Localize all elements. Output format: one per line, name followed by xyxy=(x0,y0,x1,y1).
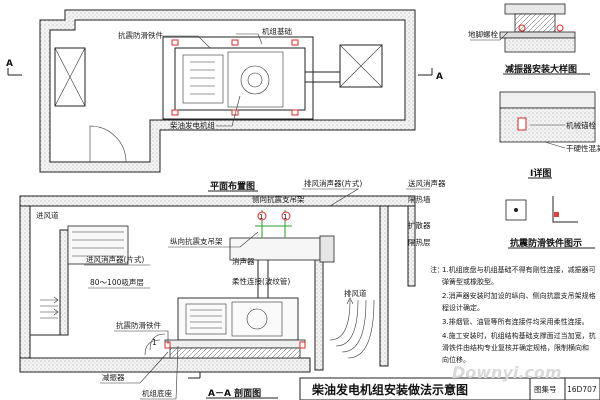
section-title: A－A 剖面图 xyxy=(208,387,261,399)
section-floor xyxy=(19,357,311,373)
label-longitudinal-hanger: 纵向抗震支吊架 xyxy=(170,236,223,246)
label-insulation-wall: 隔热墙 xyxy=(408,194,431,204)
note-line: 滑铁件由结构专业复核并确定规格，限制横向和 xyxy=(442,343,589,352)
label-intake-silencer: 送风消声器 xyxy=(408,178,446,188)
label-intake-duct: 进风道 xyxy=(36,210,59,220)
label-section-seismic-slide: 抗震防滑铁件 xyxy=(116,320,161,330)
hanger-marker-2: 1 xyxy=(283,213,287,221)
hanger-marker-1: 1 xyxy=(259,213,263,221)
section-genset xyxy=(177,297,299,341)
detail-label-grout: 干硬性混凝 xyxy=(566,143,600,153)
plan-wall xyxy=(39,9,416,173)
detail-label-mech-bolt: 机械锚栓 xyxy=(566,120,596,130)
label-side-hanger: 侧向抗震支吊架 xyxy=(252,194,305,204)
plan-label-seismic-slide: 抗震防滑铁件 xyxy=(118,30,163,40)
note-line: 程设计确定。 xyxy=(442,303,484,312)
plan-intake-box xyxy=(54,47,86,107)
plan-title: 平面布置图 xyxy=(210,180,255,192)
drawing-no: 16D707 xyxy=(567,385,597,394)
note-line: 3.排烟管、油管等所有连接件均采用柔性连接。 xyxy=(442,317,589,326)
section-view: 1 1 排风消声器(片式) 送风消声器 侧向抗震支吊架 隔热墙 进风道 纵向抗震… xyxy=(19,178,446,400)
detail-title-seismic: 抗震防滑铁件图示 xyxy=(510,237,582,249)
detail-title-isolator: 减振器安装大样图 xyxy=(505,63,577,75)
detail-label-anchor-bolt: 地脚螺栓 xyxy=(468,29,498,39)
label-intake-silencer-2: 进风消声器(片式) xyxy=(86,254,144,264)
section-roof xyxy=(19,195,416,207)
label-flex-conn: 柔性连接(波纹管) xyxy=(232,276,290,286)
label-exhaust-duct: 排风道 xyxy=(344,288,367,298)
section-mark-right: A xyxy=(436,72,443,82)
plan-unit-base xyxy=(162,36,314,120)
label-insulation-layer: 隔热层 xyxy=(408,237,431,247)
drawing-no-label: 图集号 xyxy=(534,384,557,394)
plan-label-unit-base: 机组基础 xyxy=(262,26,292,36)
label-expansion: 扩散器 xyxy=(408,220,431,230)
notes-heading: 注： xyxy=(430,265,444,274)
label-sound-layer: 80～100吸声层 xyxy=(90,277,144,287)
door-swing xyxy=(89,125,127,163)
label-exhaust-silencer: 排风消声器(片式) xyxy=(304,178,362,188)
note-line: 2.消声器安装时加设的纵向、侧向抗震支吊架规格 xyxy=(442,291,596,300)
section-left-wall xyxy=(19,205,31,372)
label-damper: 减振器 xyxy=(102,372,125,382)
plan-view: A A 抗震防滑铁件 机组基础 柴油发电机组 平面布置图 xyxy=(6,9,443,192)
plan-genset xyxy=(174,47,306,111)
note-line: 1.机组底盘与机组基础不得有刚性连接，减振器可 xyxy=(442,265,596,274)
title-block: 柴油发电机组安装做法示意图 图集号 16D707 xyxy=(299,377,600,400)
detail-i-marker: 1 xyxy=(152,338,157,347)
notes-block: 注： 1.机组底盘与机组基础不得有刚性连接，减振器可 弹簧型或橡胶型。 2.消声… xyxy=(430,265,596,364)
note-line: 4.施工安装时，机组结构基础支撑面过当加宽，抗 xyxy=(442,331,596,340)
main-title: 柴油发电机组安装做法示意图 xyxy=(311,382,468,397)
watermark: Downyi.com xyxy=(452,363,562,382)
plan-label-genset: 柴油发电机组 xyxy=(170,120,215,130)
label-muffler: 消声器 xyxy=(232,256,255,266)
note-line: 弹簧型或橡胶型。 xyxy=(442,277,498,286)
section-mark-left: A xyxy=(6,59,13,69)
detail-vibration-isolator: 地脚螺栓 减振器安装大样图 机械锚栓 干硬性混凝 I详图 抗震防滑铁件图示 xyxy=(468,3,600,249)
label-base: 机组底座 xyxy=(142,388,172,398)
note-line: 向位移。 xyxy=(442,355,470,364)
plan-exhaust-box xyxy=(339,44,383,88)
detail-title-i: I详图 xyxy=(530,167,551,179)
